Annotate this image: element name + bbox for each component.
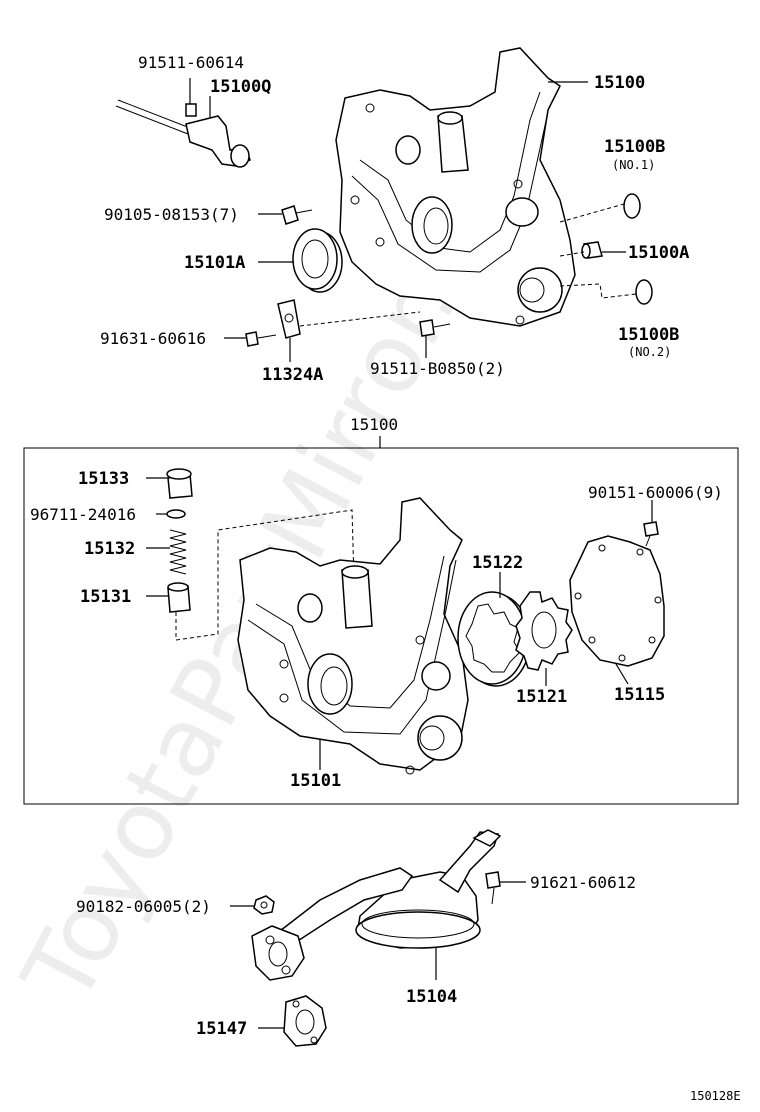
label-91621-60612: 91621-60612 xyxy=(530,873,636,892)
oring-no1-part xyxy=(623,193,641,219)
relief-plug-part xyxy=(166,468,193,499)
label-11324A: 11324A xyxy=(262,365,323,385)
label-15100B-no1: 15100B xyxy=(604,137,665,157)
screw-90151-part xyxy=(643,521,659,547)
crank-sensor-part xyxy=(115,99,251,168)
nut-90182-part xyxy=(253,895,275,915)
label-15100-box: 15100 xyxy=(350,415,398,434)
bolt-91621-part xyxy=(485,871,501,905)
timing-cover-upper-part xyxy=(335,47,576,327)
label-15100Q: 15100Q xyxy=(210,77,271,97)
label-91631-60616: 91631-60616 xyxy=(100,329,206,348)
oil-seal-part xyxy=(292,228,343,293)
label-15132: 15132 xyxy=(84,539,135,559)
assembly-box xyxy=(23,447,739,805)
label-15101A: 15101A xyxy=(184,253,245,273)
label-15131: 15131 xyxy=(80,587,131,607)
label-96711-24016: 96711-24016 xyxy=(30,505,136,524)
label-90182-06005: 90182-06005(2) xyxy=(76,897,211,916)
label-15121: 15121 xyxy=(516,687,567,707)
bolt-90105-part xyxy=(281,205,313,225)
label-15100B-no2-note: (NO.2) xyxy=(628,345,671,359)
oil-strainer-part xyxy=(251,829,502,981)
pump-cover-plate-part xyxy=(569,535,665,667)
label-15100B-no2: 15100B xyxy=(618,325,679,345)
oring-no2-part xyxy=(635,279,653,305)
label-90105-08153: 90105-08153(7) xyxy=(104,205,239,224)
inner-rotor-part xyxy=(515,591,573,671)
relief-valve-part xyxy=(167,582,191,613)
plug-15100A-part xyxy=(581,241,603,259)
timing-cover-inner-part xyxy=(237,497,469,775)
label-90151-60006: 90151-60006(9) xyxy=(588,483,723,502)
outer-rotor-part xyxy=(457,591,531,687)
gasket-15147-part xyxy=(283,995,327,1047)
label-91511-B0850: 91511-B0850(2) xyxy=(370,359,505,378)
label-15104: 15104 xyxy=(406,987,457,1007)
figure-code: 150128E xyxy=(690,1089,741,1103)
label-15115: 15115 xyxy=(614,685,665,705)
gasket-96711-part xyxy=(166,509,186,519)
label-15122: 15122 xyxy=(472,553,523,573)
bracket-11324A-part xyxy=(277,299,301,339)
label-15100A: 15100A xyxy=(628,243,689,263)
label-91511-60614: 91511-60614 xyxy=(138,53,244,72)
label-15100B-no1-note: (NO.1) xyxy=(612,158,655,172)
label-15101: 15101 xyxy=(290,771,341,791)
label-15100-top: 15100 xyxy=(594,73,645,93)
label-15133: 15133 xyxy=(78,469,129,489)
relief-spring-part xyxy=(169,529,187,575)
bolt-91631-part xyxy=(245,331,277,347)
label-15147: 15147 xyxy=(196,1019,247,1039)
bolt-91511-b0850-part xyxy=(419,319,451,337)
